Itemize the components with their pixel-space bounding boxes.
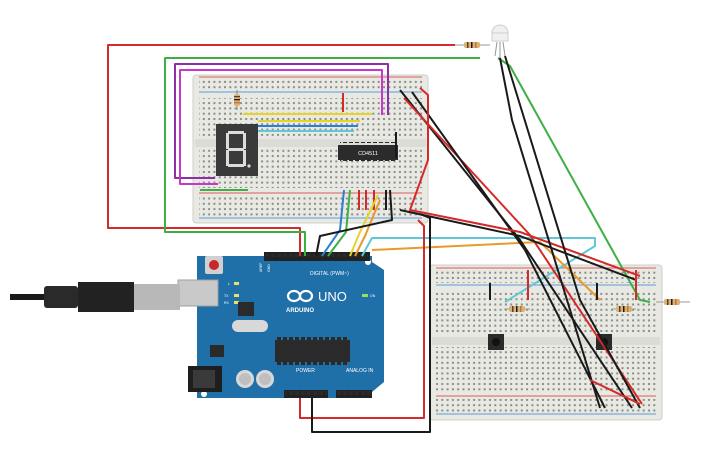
wire-yellow-d <box>349 194 379 257</box>
wire-black-led2 <box>504 55 641 409</box>
wire-red-loop <box>107 44 455 256</box>
usb-b-cable-icon <box>10 282 180 312</box>
resistor-right-a <box>504 306 530 312</box>
cd4511-ic: CD4511 <box>338 142 398 163</box>
aref-label: AREF <box>259 263 263 272</box>
on-label: ON <box>370 294 376 298</box>
wire-green-d <box>327 189 351 257</box>
resistor-top <box>234 90 240 110</box>
wire-black-bottom <box>311 213 431 433</box>
seven-segment-display-icon <box>216 124 258 176</box>
wire-green-loop <box>164 57 480 256</box>
board-model: UNO <box>318 289 347 304</box>
wire-cyan <box>361 237 596 303</box>
right-breadboard <box>429 264 663 421</box>
top-board-jumpers <box>243 93 397 210</box>
wire-orange-d <box>354 199 381 257</box>
arduino-uno-board: DIGITAL (PWM~) AREF GND L TX RX ON ARDUI… <box>177 252 384 398</box>
wire-black-c <box>399 209 637 281</box>
power-label: POWER <box>296 368 315 374</box>
tx-label: TX <box>224 294 229 298</box>
resistor-right-b <box>612 306 636 312</box>
l-led-label: L <box>228 282 230 286</box>
wire-purple <box>174 63 389 179</box>
board-brand: ARDUINO <box>286 308 314 314</box>
ic-label: CD4511 <box>358 151 378 157</box>
arduino-logo-icon <box>286 289 314 303</box>
digital-header-label: DIGITAL (PWM~) <box>310 271 349 277</box>
reset-button-icon[interactable] <box>205 256 223 274</box>
wire-orange-right <box>371 241 601 301</box>
resistor-right-c <box>656 299 690 305</box>
pushbutton-left[interactable] <box>488 334 504 350</box>
wire-black-b <box>411 91 606 409</box>
analog-label: ANALOG IN <box>346 368 374 374</box>
wire-black-a <box>399 89 633 409</box>
wire-magenta <box>179 69 383 185</box>
rx-label: RX <box>224 301 230 305</box>
gnd-label-top: GND <box>267 264 271 272</box>
wire-black-top-d <box>315 189 393 257</box>
wire-red-b <box>409 87 641 277</box>
wire-black-led <box>499 57 601 409</box>
rgb-led-icon <box>491 24 509 58</box>
wire-blue-d <box>321 189 345 257</box>
wire-red-bottom <box>299 219 425 419</box>
wire-green-led <box>497 57 651 303</box>
resistor-led <box>455 42 490 48</box>
wires <box>107 44 651 433</box>
wire-red-rb3 <box>589 379 641 405</box>
